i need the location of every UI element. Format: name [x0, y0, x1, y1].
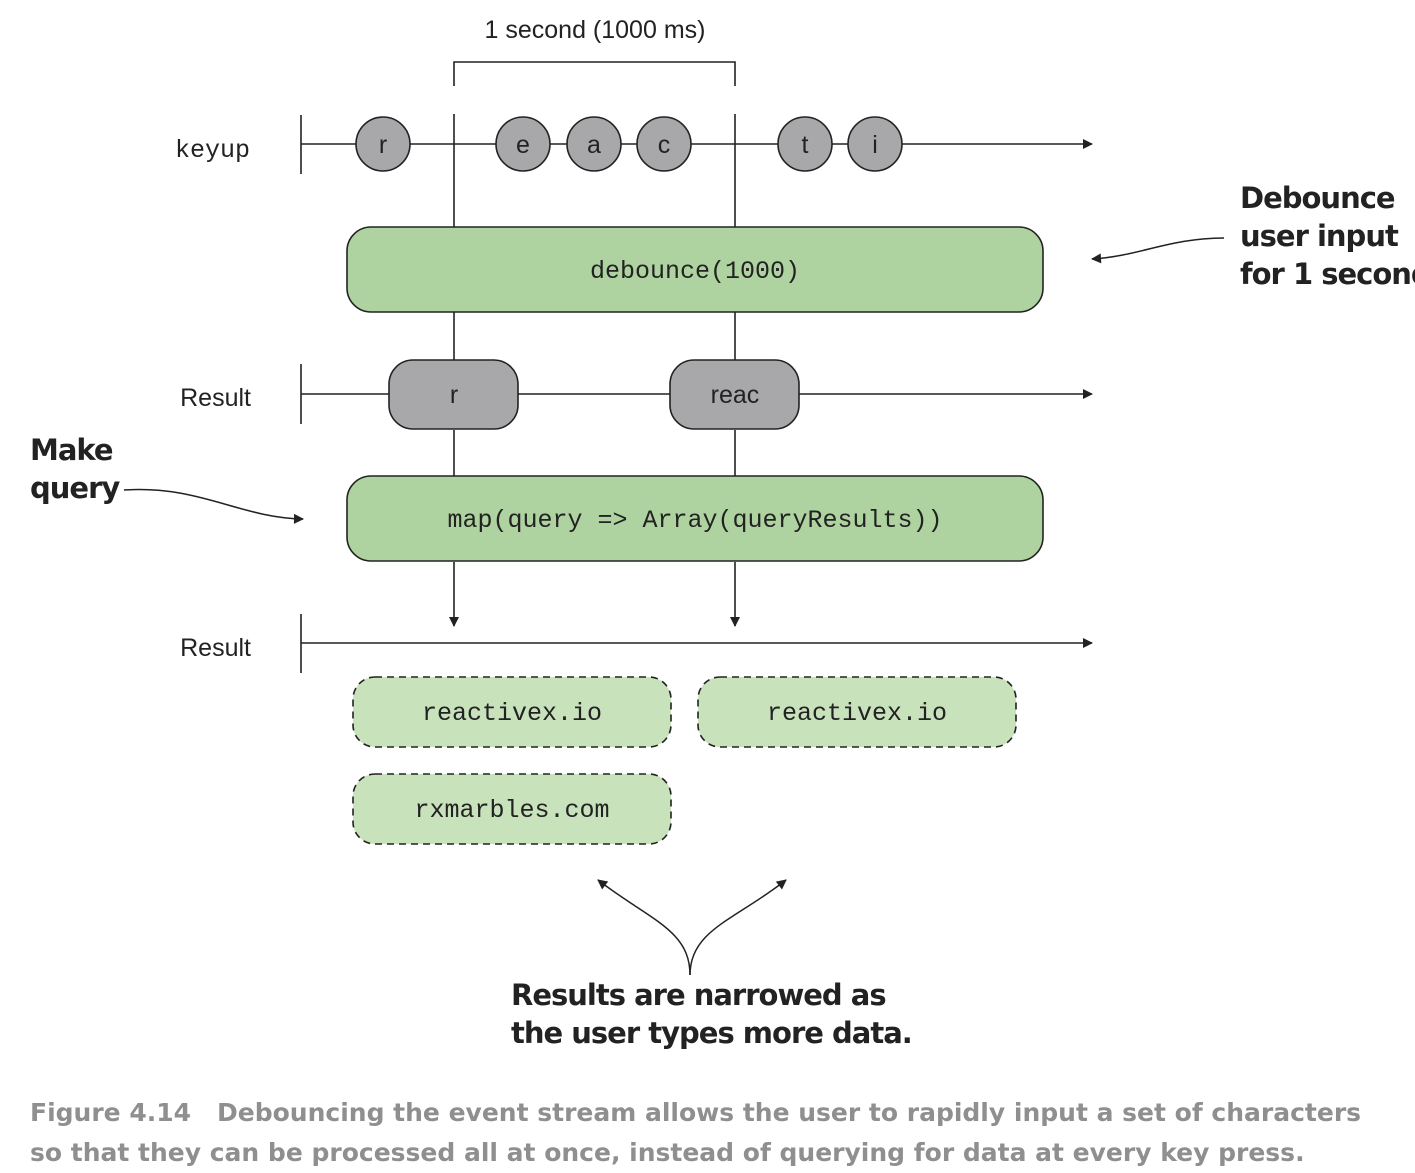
result-label: Result	[180, 384, 251, 412]
figure-number: Figure 4.14	[30, 1098, 192, 1127]
debounce-operator: debounce(1000)	[346, 226, 1044, 313]
result-stream-output: Result	[180, 614, 1093, 673]
query-result-box: rxmarbles.com	[352, 773, 672, 845]
result-event: reac	[669, 359, 800, 430]
narrowed-annotation: Results are narrowed as the user types m…	[511, 879, 913, 1050]
svg-text:reactivex.io: reactivex.io	[422, 699, 602, 728]
caption-text: Debouncing the event stream allows the u…	[30, 1098, 1362, 1167]
svg-text:Make query: Make query	[30, 433, 122, 505]
annotation-arrow	[597, 879, 691, 976]
svg-text:c: c	[658, 131, 671, 159]
svg-text:r: r	[450, 381, 458, 409]
marble-event: t	[777, 116, 833, 172]
query-annotation: Make query	[30, 433, 304, 524]
debounce-operator-label: debounce(1000)	[590, 257, 800, 286]
interval-bracket: 1 second (1000 ms)	[453, 16, 736, 86]
query-result-box: reactivex.io	[352, 676, 672, 748]
annotation-arrow	[689, 879, 787, 976]
debounce-annotation: Debounce user input for 1 second	[1091, 181, 1415, 291]
marble-event: i	[847, 116, 903, 172]
svg-text:reac: reac	[711, 381, 760, 409]
svg-text:e: e	[516, 131, 530, 159]
marble-event: c	[636, 116, 692, 172]
map-operator-label: map(query => Array(queryResults))	[447, 506, 942, 535]
svg-text:Debounce user input: Debounce user input for 1 second	[1240, 181, 1415, 291]
marble-event: e	[495, 116, 551, 172]
result-label: Result	[180, 634, 251, 662]
query-result-box: reactivex.io	[697, 676, 1017, 748]
svg-text:t: t	[802, 131, 809, 159]
marble-diagram-svg: 1 second (1000 ms) keyup r e a c	[30, 16, 1415, 1050]
result-event: r	[388, 359, 519, 430]
time-guides	[449, 114, 740, 627]
svg-text:a: a	[587, 131, 601, 159]
keyup-stream: keyup r e a c t i	[175, 115, 1093, 174]
annotation-arrow	[1091, 237, 1225, 264]
svg-text:i: i	[872, 131, 878, 159]
svg-text:reactivex.io: reactivex.io	[767, 699, 947, 728]
marble-event: a	[566, 116, 622, 172]
marble-event: r	[355, 116, 411, 172]
result-stream-debounced: Result r reac	[180, 359, 1093, 430]
svg-text:r: r	[379, 131, 387, 159]
keyup-label: keyup	[175, 136, 250, 165]
svg-text:Results are narrowed as: Results are narrowed as the user types m…	[511, 978, 912, 1050]
map-operator: map(query => Array(queryResults))	[346, 475, 1044, 562]
annotation-arrow	[123, 488, 304, 524]
svg-text:rxmarbles.com: rxmarbles.com	[414, 796, 609, 825]
interval-label: 1 second (1000 ms)	[485, 16, 706, 44]
